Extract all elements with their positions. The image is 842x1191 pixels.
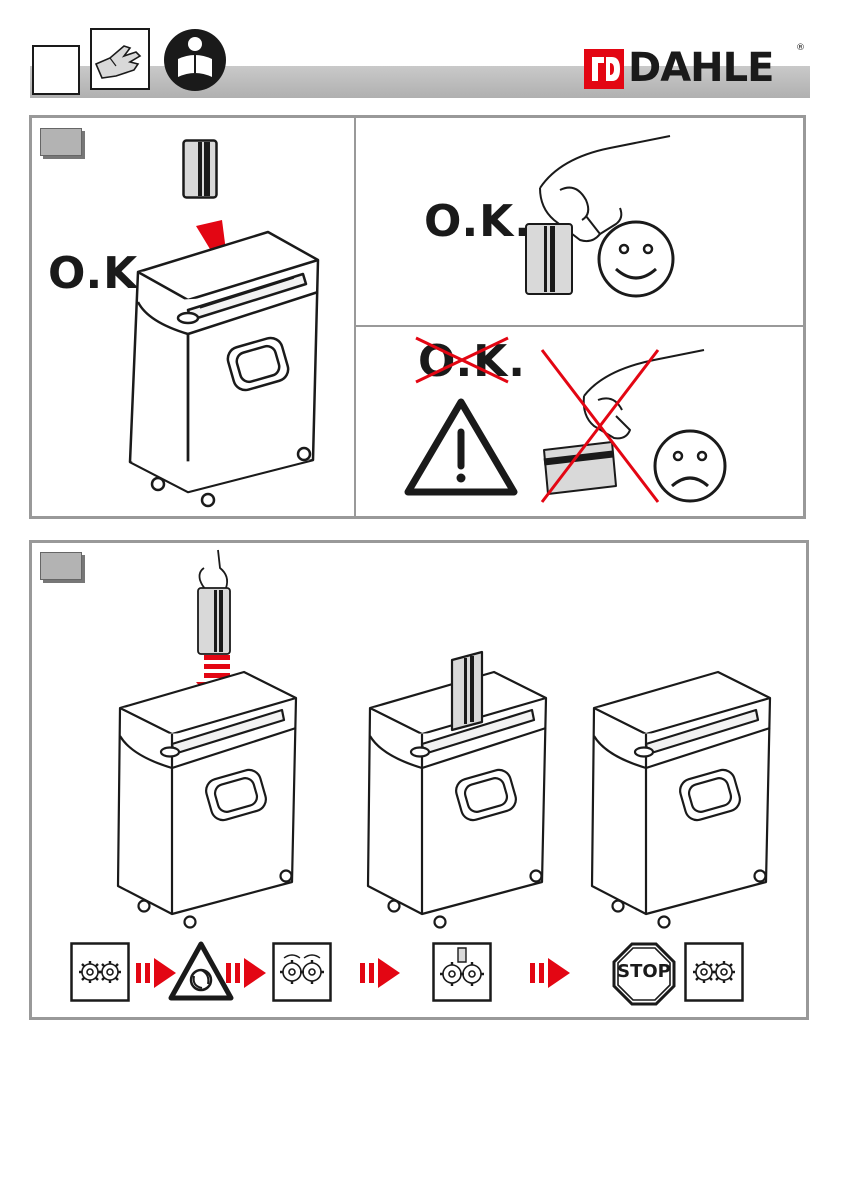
- gears-idle-icon: [70, 942, 130, 1002]
- step-tab-2: [40, 552, 82, 580]
- vertical-divider: [354, 118, 356, 516]
- hand-inserting-card: [190, 548, 240, 656]
- sad-face-icon: [652, 428, 728, 504]
- gears-running-icon: [272, 942, 332, 1002]
- gears-shredding-icon: [432, 942, 492, 1002]
- header: DAHLE ®: [0, 0, 842, 110]
- ok-label-right-top: O.K.: [424, 196, 532, 247]
- step-number-box: [32, 45, 80, 95]
- arrow-right-3: [360, 958, 402, 988]
- step-tab-1: [40, 128, 82, 156]
- shredder-step-2: [364, 650, 554, 934]
- stop-sign-icon: STOP: [612, 942, 676, 1006]
- warning-icon: [402, 396, 520, 496]
- smiley-icon: [596, 219, 676, 299]
- rotating-warning-icon: [168, 940, 234, 1002]
- horizontal-divider: [356, 325, 804, 327]
- shredder-illustration: [118, 222, 328, 512]
- arrow-right-4: [530, 958, 572, 988]
- stop-label: STOP: [612, 961, 676, 982]
- arrow-right-2: [226, 958, 268, 988]
- card-upright: [182, 139, 218, 199]
- dahle-logo: DAHLE ®: [584, 47, 804, 93]
- shredder-step-1: [114, 664, 304, 934]
- read-manual-icon: [162, 27, 228, 93]
- cross-out-mark: [412, 334, 512, 386]
- registered-mark: ®: [796, 43, 805, 53]
- gears-stopped-icon: [684, 942, 744, 1002]
- hand-icon: [90, 28, 150, 90]
- shredder-step-3: [588, 664, 778, 934]
- brand-name: DAHLE: [628, 45, 773, 91]
